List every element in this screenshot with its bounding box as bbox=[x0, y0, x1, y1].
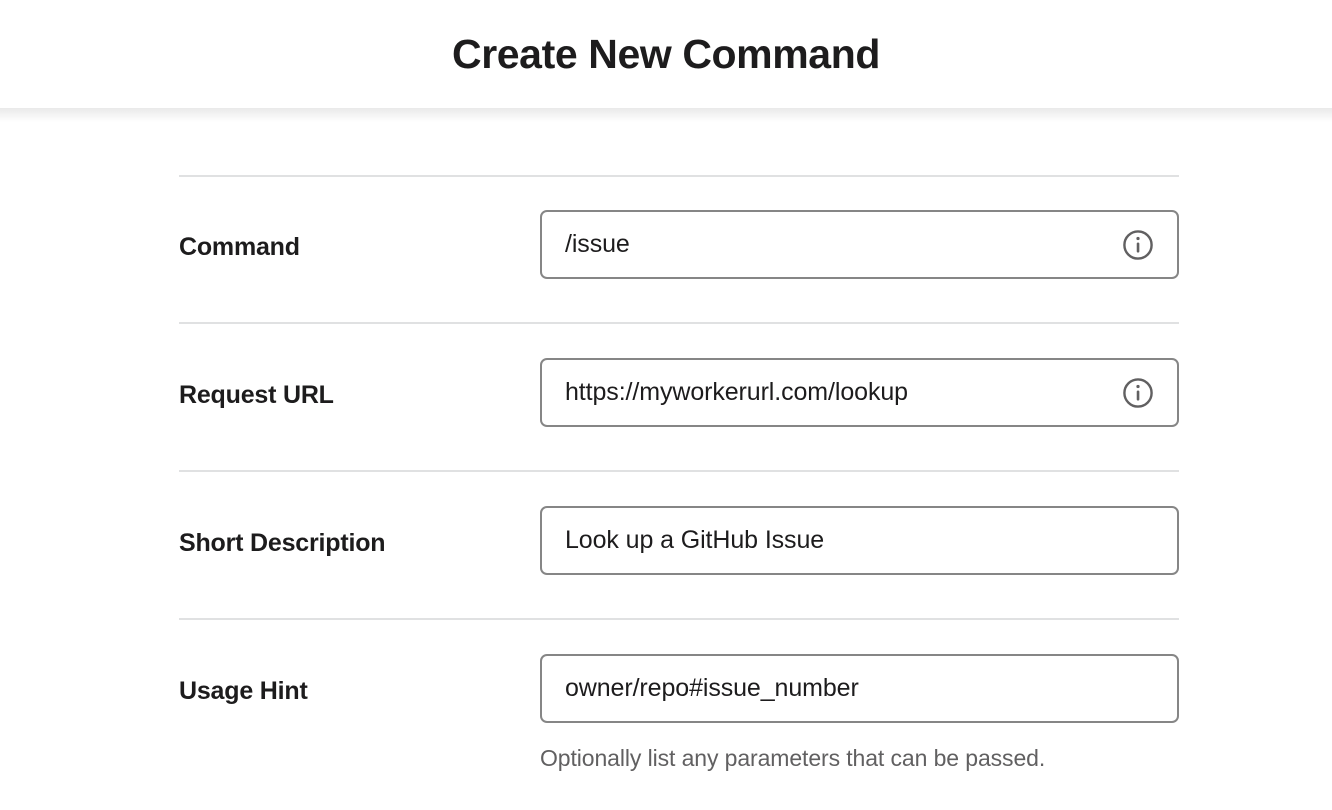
label-short-description: Short Description bbox=[179, 529, 386, 557]
short-description-input[interactable]: Look up a GitHub Issue bbox=[540, 506, 1179, 575]
dialog-header: Create New Command bbox=[0, 0, 1332, 108]
short-description-input-value: Look up a GitHub Issue bbox=[565, 528, 825, 553]
section-divider bbox=[179, 175, 1179, 177]
section-divider bbox=[179, 322, 1179, 324]
form-row-command: Command /issue bbox=[0, 210, 1332, 320]
page-title: Create New Command bbox=[452, 30, 880, 77]
request-url-input[interactable]: https://myworkerurl.com/lookup bbox=[540, 358, 1179, 427]
form-row-short-description: Short Description Look up a GitHub Issue bbox=[0, 506, 1332, 616]
command-input-value: /issue bbox=[565, 232, 630, 257]
form-row-request-url: Request URL https://myworkerurl.com/look… bbox=[0, 358, 1332, 468]
header-divider-shadow bbox=[0, 108, 1332, 122]
label-request-url: Request URL bbox=[179, 381, 334, 409]
command-input[interactable]: /issue bbox=[540, 210, 1179, 279]
section-divider bbox=[179, 470, 1179, 472]
usage-hint-input-value: owner/repo#issue_number bbox=[565, 676, 859, 701]
label-command: Command bbox=[179, 233, 300, 261]
section-divider bbox=[179, 618, 1179, 620]
usage-hint-helper-text: Optionally list any parameters that can … bbox=[540, 745, 1046, 771]
usage-hint-input[interactable]: owner/repo#issue_number bbox=[540, 654, 1179, 723]
info-icon[interactable] bbox=[1121, 228, 1155, 262]
info-icon[interactable] bbox=[1121, 376, 1155, 410]
form-row-usage-hint: Usage Hint owner/repo#issue_number Optio… bbox=[0, 654, 1332, 810]
request-url-input-value: https://myworkerurl.com/lookup bbox=[565, 380, 908, 405]
label-usage-hint: Usage Hint bbox=[179, 677, 308, 705]
